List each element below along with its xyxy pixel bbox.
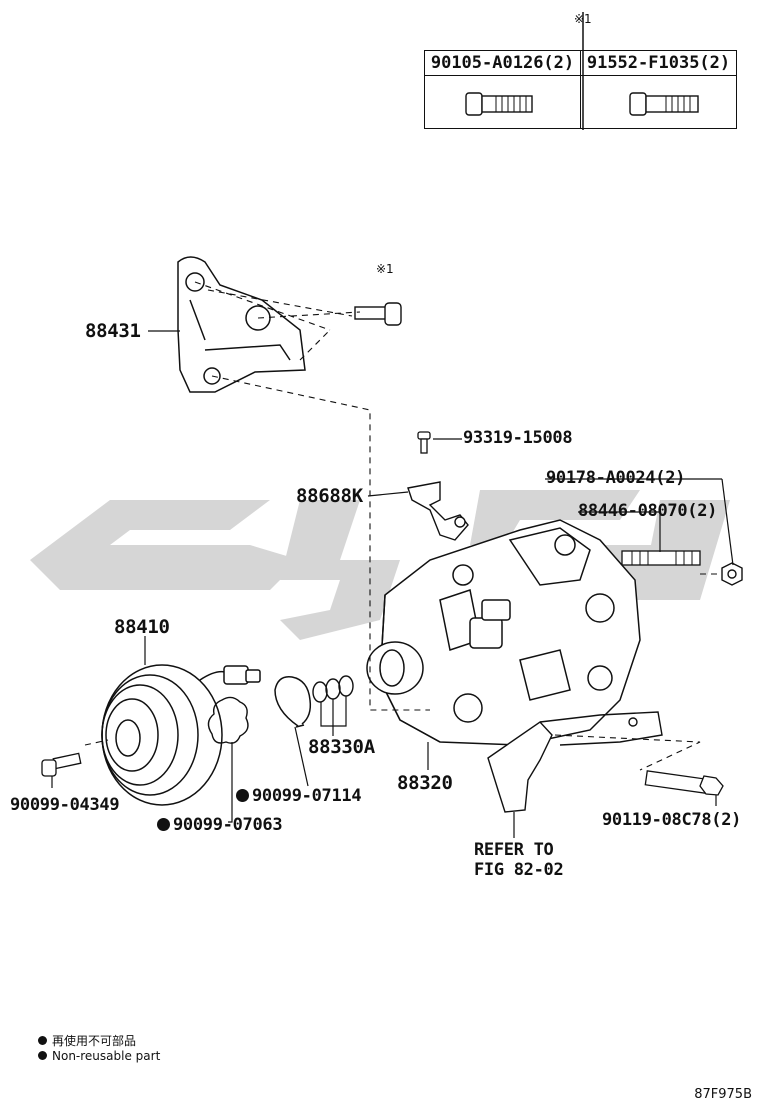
legend-line-2: Non-reusable part [38,1049,160,1063]
screw-93319 [417,431,431,454]
label-refer-to: REFER TO [474,840,554,860]
label-88330a: 88330A [308,736,375,758]
legend-dot-icon [38,1036,47,1045]
label-mark-1: ※1 [376,262,394,276]
bolt-90099-04349 [41,752,82,777]
label-90119-08c78: 90119-08C78(2) [602,810,742,830]
snap-ring-90099-07114 [274,676,312,728]
table-bolt-cell-1 [424,75,581,129]
legend-dot-icon [38,1051,47,1060]
reference-table: 90105-A0126(2) 91552-F1035(2) [424,50,737,129]
label-90178-a0024: 90178-A0024(2) [546,468,686,488]
label-88446-08070: 88446-08070(2) [578,501,718,521]
label-90099-04349: 90099-04349 [10,795,120,815]
label-88431: 88431 [85,320,141,342]
bolt-x1 [354,302,402,326]
table-bolt-cell-2 [580,75,737,129]
table-part-1: 90105-A0126(2) [424,50,581,76]
legend-text-jp: 再使用不可部品 [52,1034,137,1048]
label-93319-15008: 93319-15008 [463,428,573,448]
non-reusable-dot [157,818,170,831]
shim-90099-07063 [207,696,249,744]
legend-line-1: 再使用不可部品 [38,1032,136,1049]
legend-text-en: Non-reusable part [52,1049,161,1063]
bracket-88431 [177,256,306,393]
label-88410: 88410 [114,616,170,638]
leader-lines [51,330,734,838]
label-90099-07063: 90099-07063 [157,815,283,835]
label-fig-82-02: FIG 82-02 [474,860,564,880]
figure-id: 87F975B [694,1087,752,1102]
bracket-fig-82-02 [487,711,663,813]
label-88320: 88320 [397,772,453,794]
label-90099-07114-text: 90099-07114 [252,786,362,806]
table-mark: ※1 [574,12,592,26]
label-88688k: 88688K [296,485,363,507]
label-90099-07063-text: 90099-07063 [173,815,283,835]
non-reusable-dot [236,789,249,802]
label-90099-07114: 90099-07114 [236,786,362,806]
clutch-88410 [101,664,261,806]
nut-90178 [721,562,743,586]
table-part-2: 91552-F1035(2) [580,50,737,76]
bolt-90119 [644,770,724,796]
stud-88446 [621,550,701,566]
bracket-88688k [407,481,469,541]
compressor-88320 [366,519,641,746]
o-rings-88330a [312,675,354,703]
dashed-lines [84,281,720,771]
